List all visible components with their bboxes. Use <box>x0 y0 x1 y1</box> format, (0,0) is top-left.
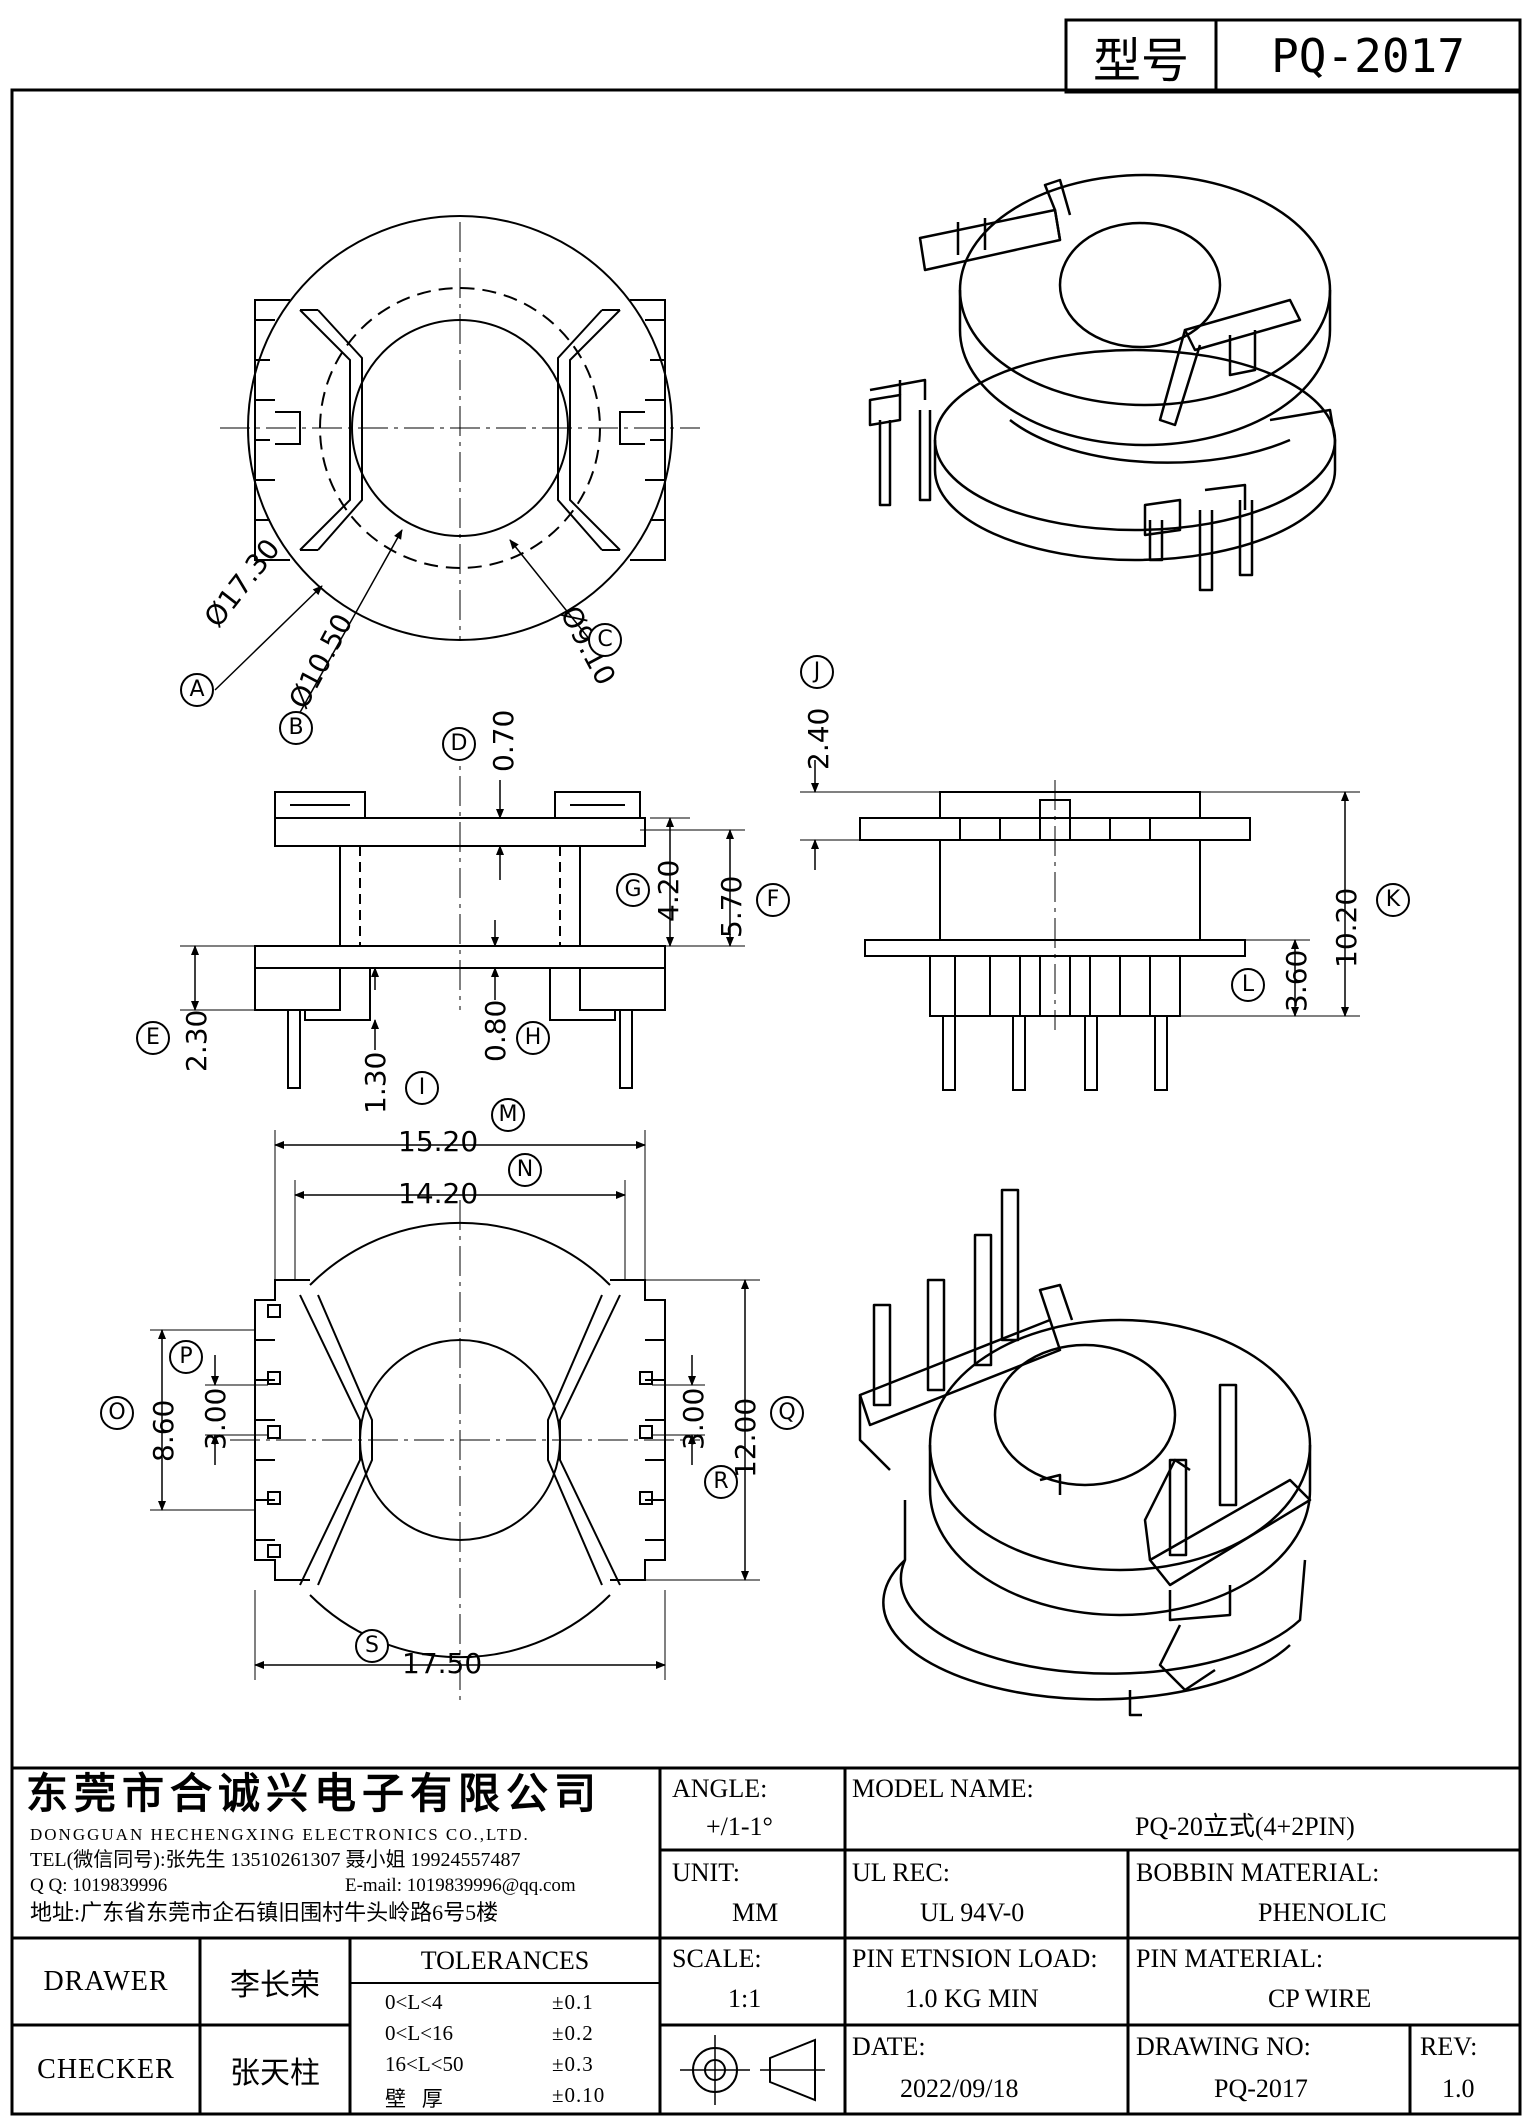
dim-K-value: 10.20 <box>1330 887 1363 968</box>
side-view-left <box>180 730 745 1089</box>
dim-M-value: 15.20 <box>398 1125 479 1158</box>
callout-j: J <box>800 655 834 689</box>
ul-rec-label: UL REC: <box>852 1858 950 1887</box>
unit-value: MM <box>732 1898 779 1927</box>
company-qq: Q Q: 1019839996 <box>30 1875 168 1896</box>
ul-rec-value: UL 94V-0 <box>920 1898 1025 1927</box>
tolerance-value: ±0.3 <box>552 2052 594 2076</box>
tolerance-value: ±0.2 <box>552 2021 594 2045</box>
callout-e: E <box>136 1021 170 1055</box>
dim-R-value: 3.00 <box>677 1387 710 1450</box>
dim-L-value: 3.60 <box>1280 949 1313 1012</box>
tolerance-value: ±0.1 <box>552 1990 594 2014</box>
dim-S-value: 17.50 <box>402 1647 483 1680</box>
callout-p: P <box>169 1340 203 1374</box>
unit-label: UNIT: <box>672 1858 741 1887</box>
dim-F-value: 5.70 <box>715 875 748 938</box>
callout-r: R <box>704 1465 738 1499</box>
date-label: DATE: <box>852 2032 926 2061</box>
iso-view-top <box>868 173 1337 592</box>
callout-m: M <box>491 1098 525 1132</box>
tolerance-range: 16<L<50 <box>385 2052 464 2076</box>
title-block <box>12 1766 1520 2114</box>
rev-label: REV: <box>1420 2032 1478 2061</box>
model-name-label: MODEL NAME: <box>852 1774 1034 1803</box>
pin-material-value: CP WIRE <box>1268 1984 1372 2013</box>
tolerance-value: ±0.10 <box>552 2083 606 2107</box>
company-email: E-mail: 1019839996@qq.com <box>345 1875 576 1896</box>
dim-I-value: 1.30 <box>359 1051 392 1114</box>
callout-f: F <box>756 883 790 917</box>
sheet-border <box>10 88 1522 2116</box>
dim-Q-value: 12.00 <box>729 1397 762 1478</box>
dim-N-value: 14.20 <box>398 1177 479 1210</box>
model-header-label: 型号 <box>1092 35 1189 88</box>
company-tel: TEL(微信同号):张先生 13510261307 聂小姐 1992455748… <box>30 1849 521 1871</box>
side-view-right <box>800 760 1360 1091</box>
date-value: 2022/09/18 <box>900 2074 1019 2103</box>
tolerance-range: 壁 厚 <box>385 2087 443 2111</box>
scale-label: SCALE: <box>672 1944 762 1973</box>
bobbin-material-label: BOBBIN MATERIAL: <box>1136 1858 1380 1887</box>
tolerance-range: 0<L<4 <box>385 1990 443 2014</box>
callout-b: B <box>279 711 313 745</box>
iso-view-bottom <box>858 1188 1312 1717</box>
checker-label: CHECKER <box>37 2053 175 2085</box>
company-name-en: DONGGUAN HECHENGXING ELECTRONICS CO.,LTD… <box>30 1825 530 1844</box>
pin-material-label: PIN MATERIAL: <box>1136 1944 1324 1973</box>
model-name-value: PQ-20立式(4+2PIN) <box>1135 1812 1355 1841</box>
top-view <box>214 215 700 717</box>
pin-load-value: 1.0 KG MIN <box>905 1984 1039 2013</box>
drawer-label: DRAWER <box>43 1965 169 1997</box>
callout-o: O <box>100 1396 134 1430</box>
callout-d: D <box>442 727 476 761</box>
angle-label: ANGLE: <box>672 1774 768 1803</box>
company-name-cn: 东莞市合诚兴电子有限公司 <box>26 1772 603 1818</box>
tolerance-range: 0<L<16 <box>385 2021 454 2045</box>
callout-i: I <box>405 1071 439 1105</box>
company-address: 地址:广东省东莞市企石镇旧围村牛头岭路6号5楼 <box>30 1900 499 1925</box>
rev-value: 1.0 <box>1442 2074 1475 2103</box>
dim-J-value: 2.40 <box>802 707 835 770</box>
dim-O-value: 8.60 <box>147 1399 180 1462</box>
callout-q: Q <box>770 1396 804 1430</box>
projection-symbol <box>680 2035 825 2105</box>
tolerances-label: TOLERANCES <box>420 1945 590 1975</box>
dim-P-value: 3.00 <box>199 1387 232 1450</box>
drawing-no-value: PQ-2017 <box>1214 2074 1308 2103</box>
drawing-no-label: DRAWING NO: <box>1136 2032 1311 2061</box>
bobbin-material-value: PHENOLIC <box>1258 1898 1387 1927</box>
callout-h: H <box>516 1021 550 1055</box>
callout-g: G <box>616 873 650 907</box>
checker-value: 张天柱 <box>230 2056 320 2090</box>
model-header-value: PQ-2017 <box>1271 29 1465 83</box>
callout-c: C <box>588 623 622 657</box>
callout-a: A <box>180 673 214 707</box>
dim-H-value: 0.80 <box>479 999 512 1062</box>
callout-n: N <box>508 1153 542 1187</box>
pin-load-label: PIN ETNSION LOAD: <box>852 1944 1098 1973</box>
angle-value: +/1-1° <box>706 1812 773 1841</box>
model-header-box <box>1064 18 1522 94</box>
callout-l: L <box>1231 968 1265 1002</box>
dim-D-value: 0.70 <box>487 709 520 772</box>
dim-G-value: 4.20 <box>652 859 685 922</box>
callout-s: S <box>355 1629 389 1663</box>
dim-E-value: 2.30 <box>180 1009 213 1072</box>
drawer-value: 李长荣 <box>230 1968 320 2002</box>
bottom-view <box>150 1130 760 1700</box>
callout-k: K <box>1376 883 1410 917</box>
scale-value: 1:1 <box>728 1984 762 2013</box>
